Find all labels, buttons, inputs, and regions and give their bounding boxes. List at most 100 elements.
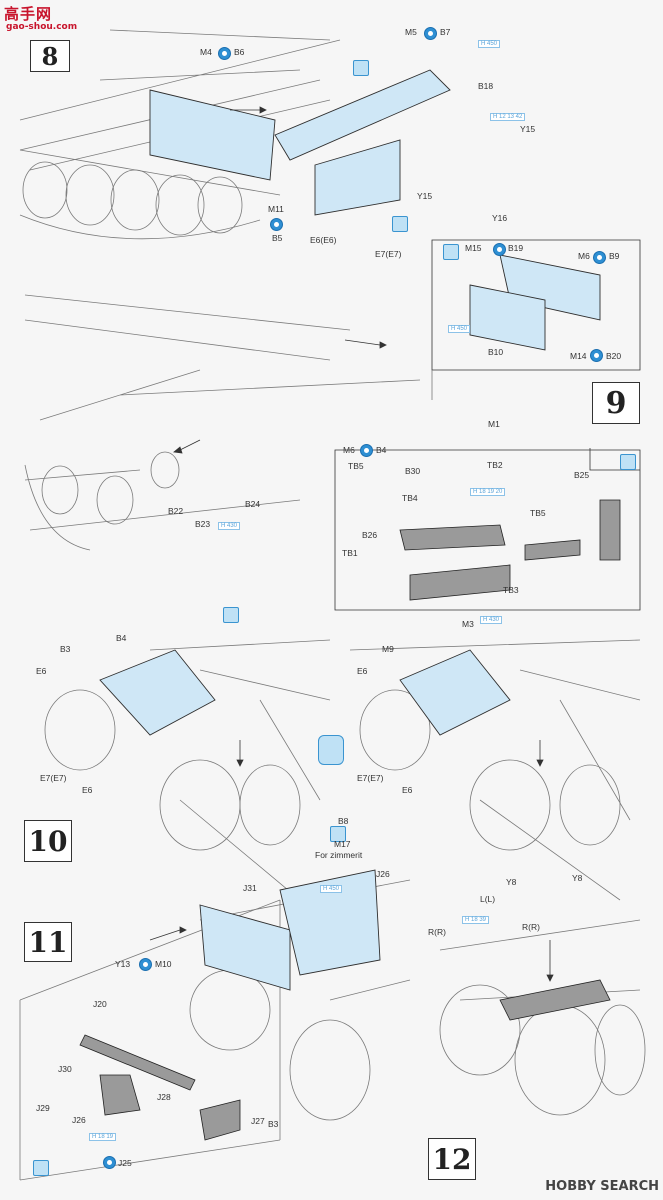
part-label: B20 [606, 351, 622, 361]
part-label: B4 [116, 633, 127, 643]
part-label: E6 [357, 666, 368, 676]
glue-icon [218, 47, 231, 60]
part-label: B25 [574, 470, 590, 480]
part-label: B18 [478, 81, 494, 91]
hint-icon [353, 60, 369, 76]
brush-icon [33, 1160, 49, 1176]
site-url: gao-shou.com [6, 22, 78, 32]
part-label: B4 [376, 445, 387, 455]
part-label: B3 [268, 1119, 279, 1129]
part-label: Y16 [492, 213, 508, 223]
part-label: B19 [508, 243, 524, 253]
part-label: M17 [334, 839, 351, 849]
part-label: J29 [36, 1103, 50, 1113]
glue-icon [493, 243, 506, 256]
flip-icon [318, 735, 344, 765]
glue-icon [593, 251, 606, 264]
glue-icon [270, 218, 283, 231]
step-number-12: 12 [428, 1138, 476, 1180]
part-label: E6 [82, 785, 93, 795]
part-label: R(R) [428, 927, 446, 937]
part-label: E7(E7) [375, 249, 402, 259]
part-label: M9 [382, 644, 394, 654]
part-label: J26 [376, 869, 390, 879]
part-label: M5 [405, 27, 417, 37]
paint-hint: H 450 [320, 885, 343, 893]
part-label: B24 [245, 499, 261, 509]
paint-hint: H 18 19 20 [470, 488, 506, 496]
part-label: J25 [118, 1158, 132, 1168]
glue-icon [590, 349, 603, 362]
glue-icon [103, 1156, 116, 1169]
part-label: For zimmerit [315, 850, 363, 860]
part-label: E6 [402, 785, 413, 795]
part-label: B23 [195, 519, 211, 529]
step-number-10: 10 [24, 820, 72, 862]
hint-icon [330, 826, 346, 842]
part-label: M3 [462, 619, 474, 629]
site-logo: 高手网 [4, 5, 53, 23]
glue-icon [139, 958, 152, 971]
part-label: J27 [251, 1116, 265, 1126]
paint-hint: H 450 [448, 325, 471, 333]
part-label: B10 [488, 347, 504, 357]
part-label: M6 [343, 445, 355, 455]
part-label: TB2 [487, 460, 503, 470]
part-label: J31 [243, 883, 257, 893]
watermark: HOBBY SEARCH [545, 1179, 659, 1194]
part-label: M14 [570, 351, 587, 361]
part-label: E6 [36, 666, 47, 676]
hint-icon [223, 607, 239, 623]
part-label: E7(E7) [357, 773, 384, 783]
part-label: Y8 [572, 873, 583, 883]
glue-icon [360, 444, 373, 457]
part-label: Y15 [520, 124, 536, 134]
part-label: B30 [405, 466, 421, 476]
part-label: B7 [440, 27, 451, 37]
part-label: B9 [609, 251, 620, 261]
part-label: B3 [60, 644, 71, 654]
part-label: B5 [272, 233, 283, 243]
part-label: TB5 [348, 461, 364, 471]
part-label: M1 [488, 419, 500, 429]
paint-hint: H 12 13 42 [490, 113, 526, 121]
brush-icon [443, 244, 459, 260]
paint-hint: H 450 [478, 40, 501, 48]
part-label: M10 [155, 959, 172, 969]
part-label: TB1 [342, 548, 358, 558]
part-label: J30 [58, 1064, 72, 1074]
brush-icon [620, 454, 636, 470]
part-label: J28 [157, 1092, 171, 1102]
part-label: Y13 [115, 959, 131, 969]
paint-hint: H 18 39 [462, 916, 490, 924]
part-label: B8 [338, 816, 349, 826]
paint-hint: H 430 [218, 522, 241, 530]
part-label: TB4 [402, 493, 418, 503]
part-label: Y15 [417, 191, 433, 201]
paint-hint: H 430 [480, 616, 503, 624]
glue-icon [424, 27, 437, 40]
part-label: B6 [234, 47, 245, 57]
part-label: J20 [93, 999, 107, 1009]
part-label: M15 [465, 243, 482, 253]
part-label: TB3 [503, 585, 519, 595]
step-number-8: 8 [30, 40, 70, 72]
part-label: E7(E7) [40, 773, 67, 783]
part-label: R(R) [522, 922, 540, 932]
part-label: M6 [578, 251, 590, 261]
part-label: B22 [168, 506, 184, 516]
part-label: M4 [200, 47, 212, 57]
step-number-9: 9 [592, 382, 640, 424]
part-label: Y8 [506, 877, 517, 887]
part-label: L(L) [480, 894, 496, 904]
part-label: M11 [268, 204, 284, 214]
hint-icon [392, 216, 408, 232]
part-label: J26 [72, 1115, 86, 1125]
paint-hint: H 18 19 [89, 1133, 117, 1141]
part-label: B26 [362, 530, 378, 540]
step-number-11: 11 [24, 922, 72, 962]
part-label: TB5 [530, 508, 546, 518]
part-label: E6(E6) [310, 235, 337, 245]
